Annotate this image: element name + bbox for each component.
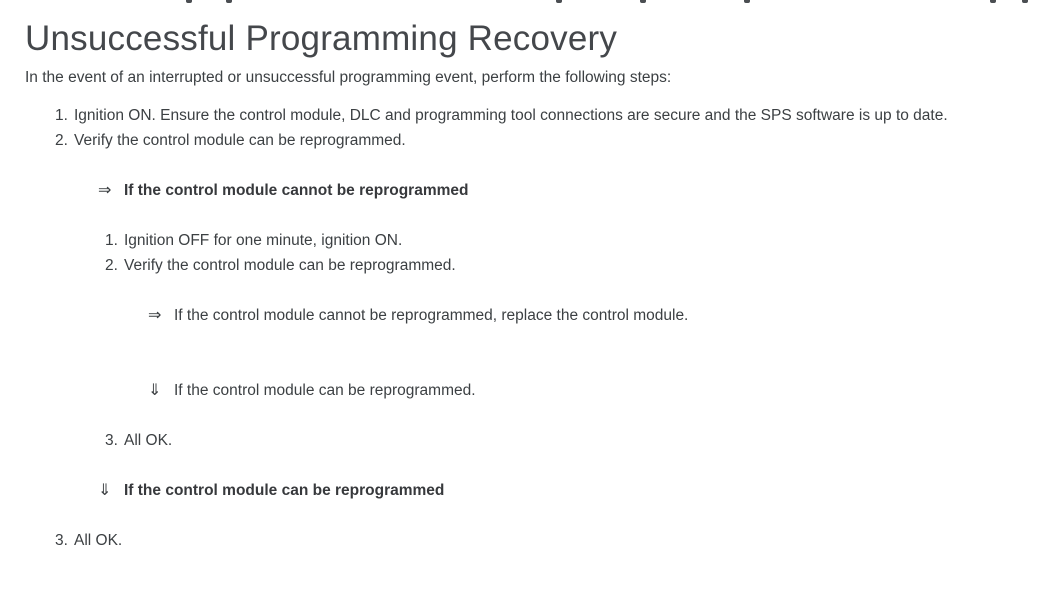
step-text: Ignition ON. Ensure the control module, … bbox=[74, 107, 948, 124]
branch-label: If the control module can be reprogramme… bbox=[124, 482, 445, 499]
branch-text: If the control module can be reprogramme… bbox=[174, 382, 476, 399]
right-double-arrow-icon: ⇒ bbox=[148, 307, 162, 324]
clipped-text-remnant bbox=[226, 0, 232, 3]
step-text: Verify the control module can be reprogr… bbox=[74, 132, 406, 149]
nested-step-3: 3. All OK. bbox=[105, 431, 172, 451]
list-number: 3. bbox=[55, 532, 68, 549]
nested-step-1: 1. Ignition OFF for one minute, ignition … bbox=[105, 231, 402, 251]
down-double-arrow-icon: ⇓ bbox=[98, 482, 112, 499]
branch-can-reprogram: ⇓ If the control module can be reprogramm… bbox=[98, 481, 444, 501]
branch-label: If the control module cannot be reprogra… bbox=[124, 182, 469, 199]
list-number: 2. bbox=[105, 257, 118, 274]
clipped-text-remnant bbox=[1022, 0, 1028, 3]
branch-cannot-reprogram: ⇒ If the control module cannot be reprogr… bbox=[98, 181, 468, 201]
clipped-text-remnant bbox=[640, 0, 646, 3]
clipped-text-remnant bbox=[186, 0, 192, 3]
sub-branch-cannot-reprogram: ⇒ If the control module cannot be reprogr… bbox=[148, 306, 688, 326]
outer-step-3: 3. All OK. bbox=[55, 531, 122, 551]
step-text: Verify the control module can be reprogr… bbox=[124, 257, 456, 274]
right-double-arrow-icon: ⇒ bbox=[98, 182, 112, 199]
list-number: 1. bbox=[55, 107, 68, 124]
clipped-line-remnants bbox=[0, 0, 1045, 5]
clipped-text-remnant bbox=[744, 0, 750, 3]
nested-step-2: 2. Verify the control module can be repro… bbox=[105, 256, 456, 276]
page-title: Unsuccessful Programming Recovery bbox=[25, 19, 618, 58]
down-double-arrow-icon: ⇓ bbox=[148, 382, 162, 399]
list-number: 2. bbox=[55, 132, 68, 149]
branch-text: If the control module cannot be reprogra… bbox=[174, 307, 689, 324]
list-number: 1. bbox=[105, 232, 118, 249]
clipped-text-remnant bbox=[556, 0, 562, 3]
intro-paragraph: In the event of an interrupted or unsucc… bbox=[25, 69, 672, 86]
sub-branch-can-reprogram: ⇓ If the control module can be reprogramm… bbox=[148, 381, 476, 401]
outer-step-2: 2. Verify the control module can be repro… bbox=[55, 131, 406, 151]
step-text: Ignition OFF for one minute, ignition ON… bbox=[124, 232, 403, 249]
list-number: 3. bbox=[105, 432, 118, 449]
outer-step-1: 1. Ignition ON. Ensure the control module… bbox=[55, 106, 948, 126]
step-text: All OK. bbox=[124, 432, 173, 449]
step-text: All OK. bbox=[74, 532, 123, 549]
clipped-text-remnant bbox=[990, 0, 996, 3]
